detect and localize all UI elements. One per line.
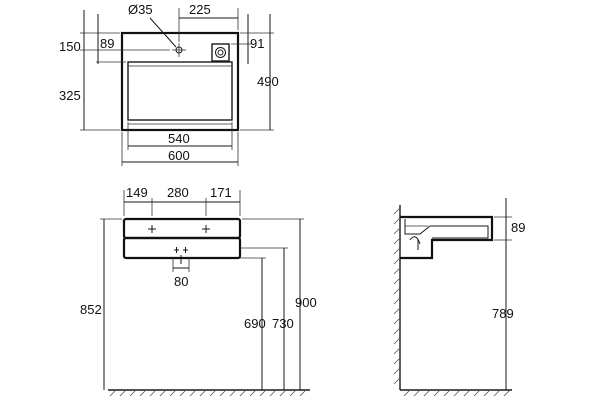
overflow-square — [211, 43, 230, 62]
floor-to-top-label: 852 — [80, 302, 102, 317]
bowl-width-label: 540 — [168, 131, 190, 146]
left-offset-label: 149 — [126, 185, 148, 200]
front-view-body — [122, 236, 242, 260]
total-width-label: 600 — [168, 148, 190, 163]
bowl-offset-top-label: 89 — [100, 36, 114, 51]
front-view-rim — [122, 217, 242, 240]
top-view-bowl — [127, 61, 233, 121]
tap-offset-top-label: 150 — [59, 39, 81, 54]
hole-diameter-label: Ø35 — [128, 2, 153, 17]
drain-width-label: 80 — [174, 274, 188, 289]
right-offset-label: 171 — [210, 185, 232, 200]
overflow-offset-label: 91 — [250, 36, 264, 51]
depth-front-label: 325 — [59, 88, 81, 103]
side-view: 89 789 — [393, 198, 525, 397]
floor-to-drain-label: 730 — [272, 316, 294, 331]
floor-to-bottom-label: 690 — [244, 316, 266, 331]
diameter-leader — [149, 17, 177, 48]
side-profile — [400, 215, 494, 260]
top-view: Ø35 225 150 89 325 91 490 540 600 — [59, 2, 279, 166]
floor-to-rim-label: 900 — [295, 295, 317, 310]
top-view-basin-outline — [120, 31, 240, 132]
total-depth-label: 490 — [257, 74, 279, 89]
hole-spacing-label: 280 — [167, 185, 189, 200]
hole-offset-label: 225 — [189, 2, 211, 17]
rim-height-label: 89 — [511, 220, 525, 235]
side-floor-to-bottom-label: 789 — [492, 306, 514, 321]
front-view: 149 280 171 80 852 690 730 900 — [80, 185, 317, 397]
